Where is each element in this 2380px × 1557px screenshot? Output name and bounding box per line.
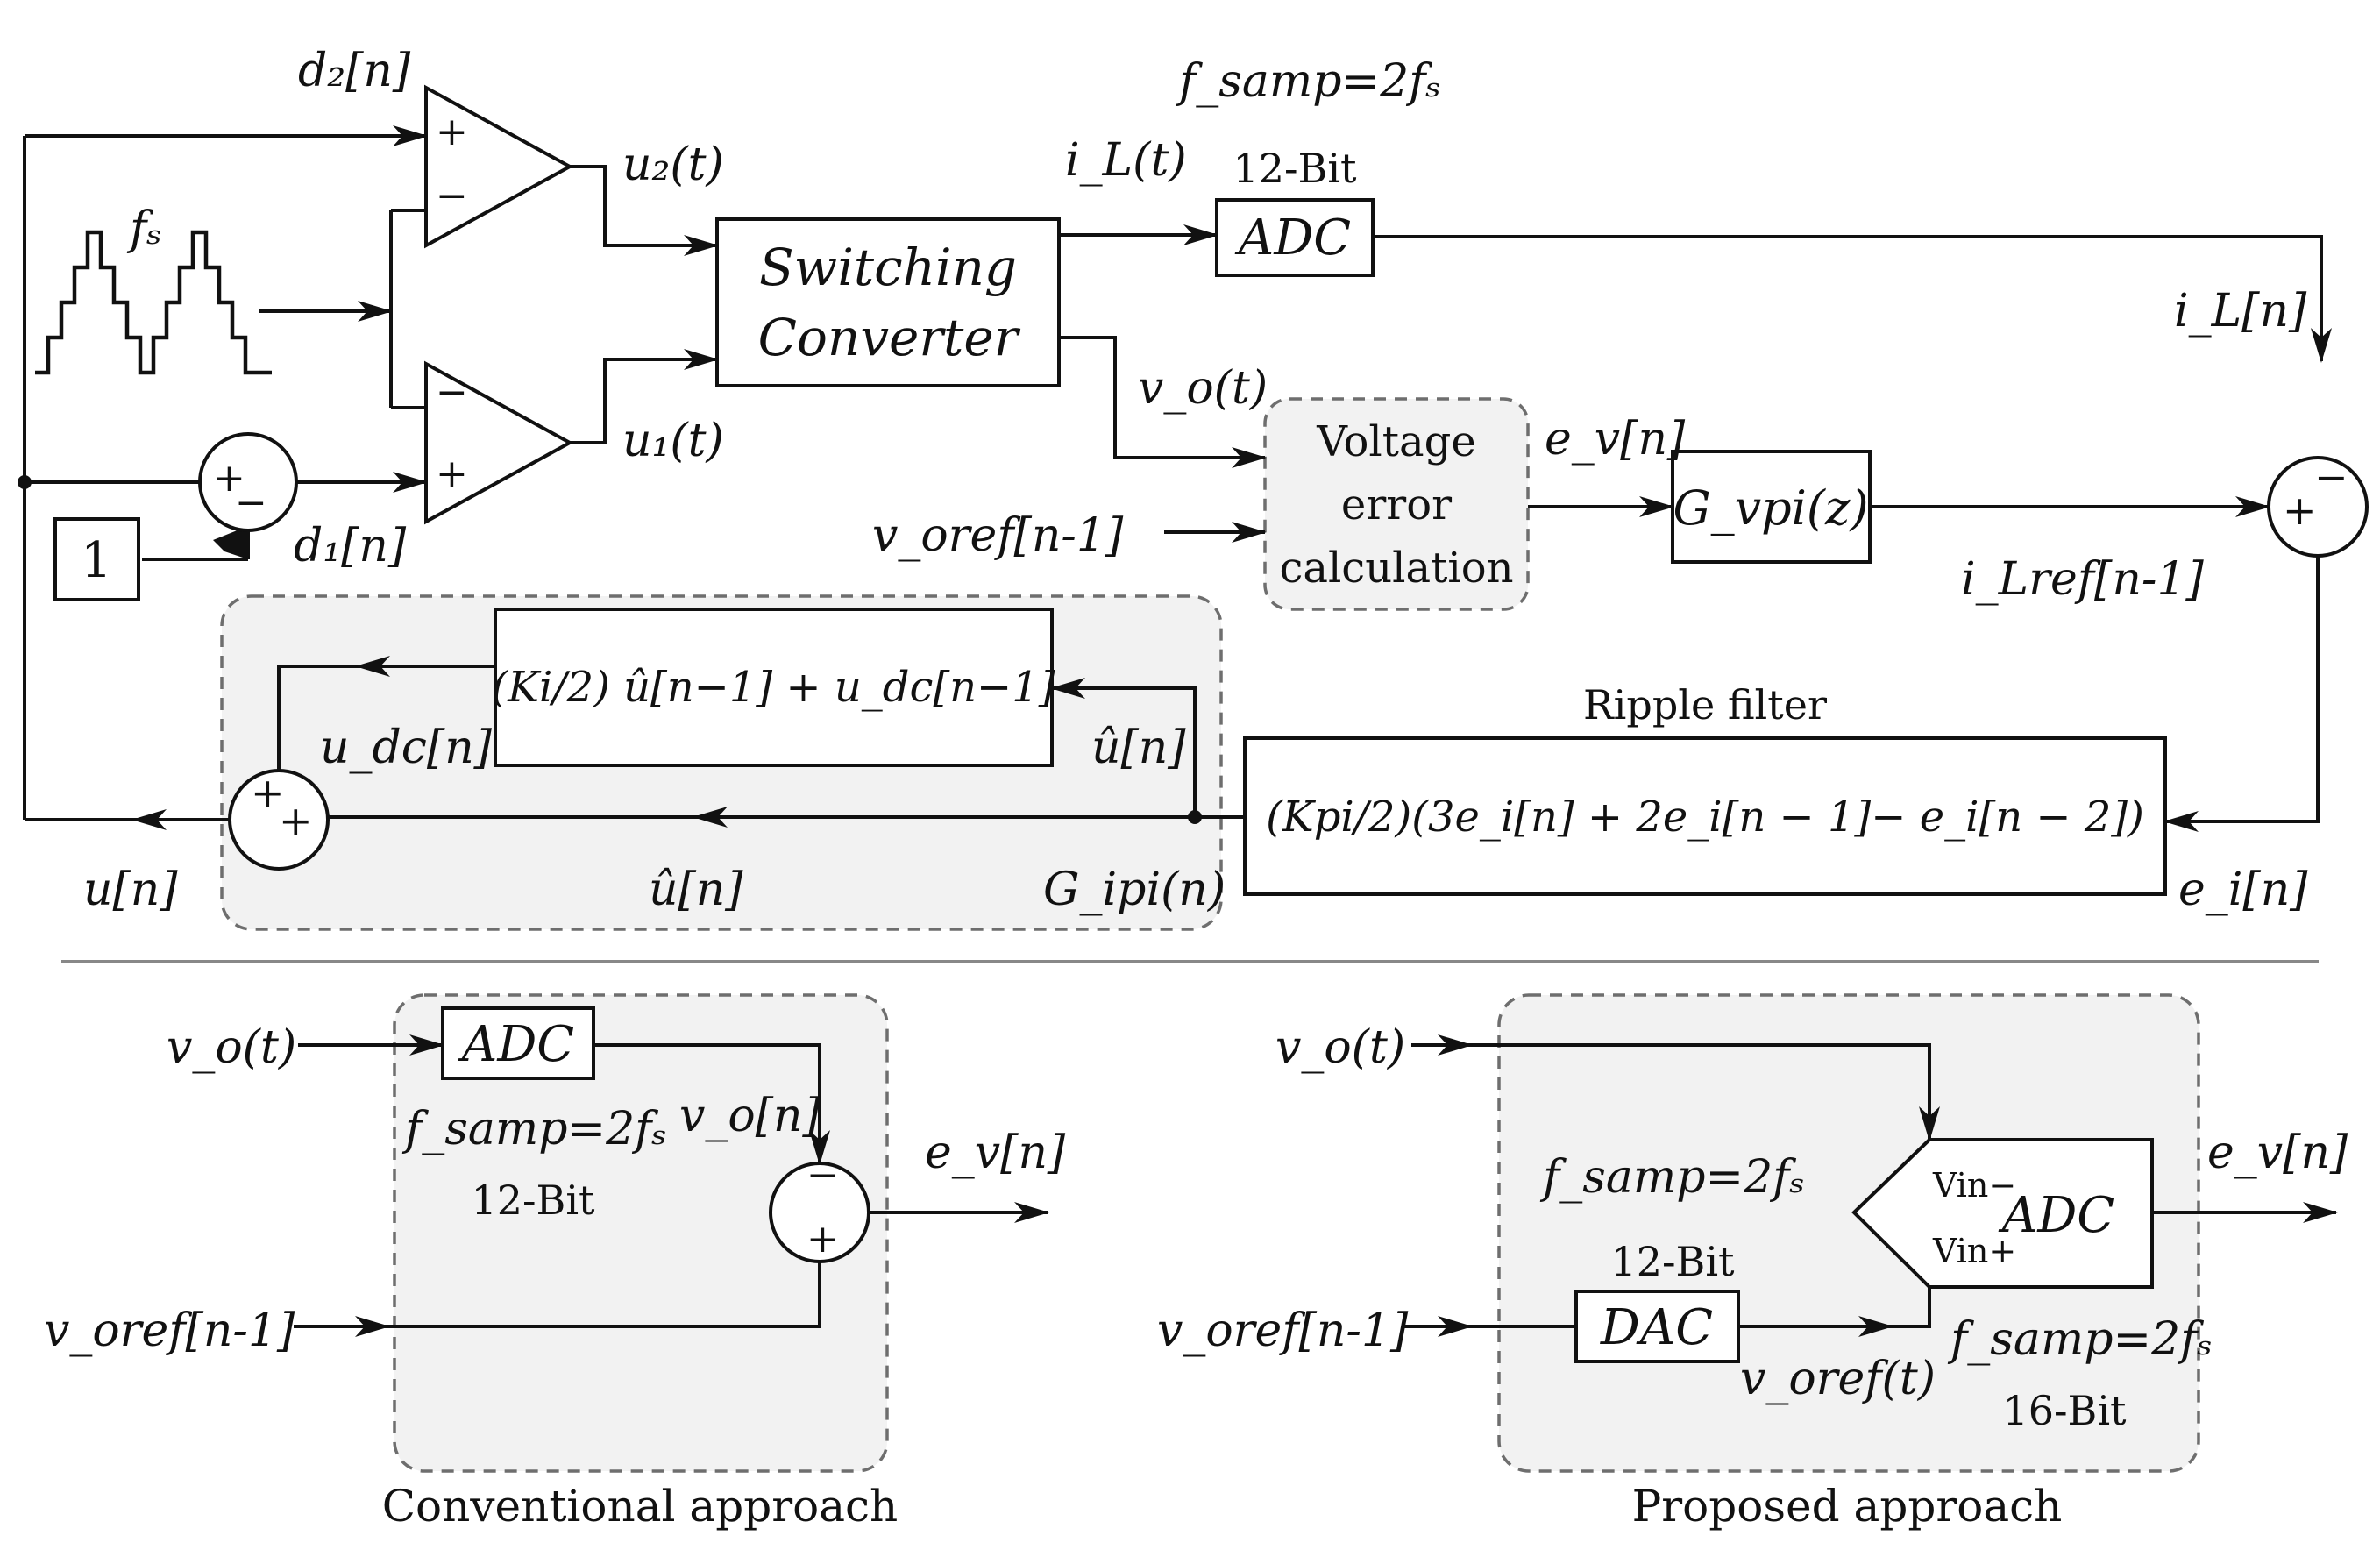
d1-label: d₁[n] [294,520,407,572]
ei-label: e_i[n] [2178,864,2308,916]
upper-comp-minus: − [436,174,468,218]
uhat-label-right: û[n] [1091,722,1186,774]
conv-voref-wire [294,1262,821,1328]
u1-label: u₁(t) [622,415,724,467]
iL-n-label: i_L[n] [2174,285,2307,338]
prop-voref-arrowhead [1438,1316,1473,1337]
prop-voref-t-arrowhead [1858,1316,1893,1337]
summer-plus-right-left: + [279,797,313,844]
prop-adc-bits-label: 16-Bit [2002,1387,2127,1434]
voltage-error-region [1263,397,1530,611]
prop-fsamp-dac-label: f_samp=2fₛ [1539,1151,1805,1204]
conv-summer-minus: − [806,1153,839,1198]
integrator-block [494,608,1054,767]
integrator-expr: (Ki/2) û[n−1] + u_dc[n−1] [491,663,1055,712]
ei-wire [2163,556,2320,832]
conv-bits-label: 12-Bit [471,1177,595,1224]
const-arrowhead [213,526,248,559]
vec-label-2: error [1341,480,1452,530]
u2-wire [570,165,719,256]
d2-label: d₂[n] [298,45,411,97]
u-arrowhead [131,809,167,830]
conv-vo-n-wire [593,1043,830,1165]
prop-fsamp-adc-label: f_samp=2fₛ [1947,1313,2213,1366]
uhat-label-bottom: û[n] [649,864,743,916]
ev-label: e_v[n] [1545,413,1686,466]
prop-vo-wire [1411,1043,1940,1141]
gvpi-block [1671,450,1872,564]
staircase-carrier [35,230,272,375]
prop-vin-plus: Vin+ [1932,1232,2016,1270]
summer-plus-right: + [2283,487,2317,534]
conv-adc-block [441,1006,595,1080]
vo-t-label: v_o(t) [1138,362,1268,415]
fsamp-label-top: f_samp=2fₛ [1176,55,1441,108]
d1-summer-plus: + [213,456,245,501]
iL-t-label: i_L(t) [1065,134,1187,187]
vec-label-3: calculation [1279,544,1513,593]
prop-ev-label: e_v[n] [2207,1127,2348,1179]
summer-plus-top-left: + [251,769,285,816]
conv-voref-arrowhead [355,1316,390,1337]
conv-voref-label: v_oref[n-1] [44,1305,295,1357]
prop-dac-block [1574,1290,1740,1363]
conventional-region [393,993,889,1473]
iL-n-wire [1373,235,2332,363]
ripple-filter-block [1243,736,2167,896]
d1-summer [198,432,298,532]
conv-vo-t-label: v_o(t) [167,1021,296,1074]
fs-label: fₛ [126,203,162,255]
conventional-title: Conventional approach [382,1481,899,1532]
iLref-label: i_Lref[n-1] [1961,553,2204,606]
udc-label: u_dc[n] [320,722,493,774]
voref-label: v_oref[n-1] [872,509,1124,562]
udc-arrowhead [355,656,390,677]
ripple-filter-expr: (Kpi/2)(3e_i[n] + 2e_i[n − 1]− e_i[n − 2… [1266,793,2144,842]
prop-dac-bits-label: 12-Bit [1610,1238,1735,1285]
lower-comp-plus: + [436,451,468,496]
conv-adc-label: ADC [458,1016,574,1073]
converter-label-2: Converter [758,308,1021,367]
prop-voref-t-wire [1738,1287,1931,1328]
constant-one-label: 1 [81,532,112,589]
adc-bits-top: 12-Bit [1233,145,1357,192]
uhat-feedback-wire [1050,678,1197,817]
lower-comp-minus: − [436,370,468,415]
lower-comparator [424,360,574,525]
conv-vo-n-label: v_o[n] [679,1090,821,1142]
conv-summer-plus: + [806,1217,839,1262]
uhat-arrowhead [693,807,728,828]
upper-comparator [424,84,574,249]
constant-one-block [53,517,140,601]
gipi-label: G_ipi(n) [1043,864,1226,916]
prop-dac-label: DAC [1600,1299,1713,1356]
prop-voref-label: v_oref[n-1] [1157,1305,1409,1357]
gvpi-label: G_vpi(z) [1673,480,1868,536]
switching-converter-block [715,217,1061,387]
prop-vo-t-label: v_o(t) [1275,1021,1405,1074]
adc-label-top: ADC [1234,210,1351,267]
prop-vin-minus: Vin− [1932,1166,2016,1205]
converter-label-1: Switching [759,238,1017,297]
prop-vo-arrowhead [1438,1034,1473,1056]
proposed-title: Proposed approach [1632,1481,2063,1532]
udc-wire [277,665,495,770]
u2-label: u₂(t) [622,139,724,191]
prop-adc-label: ADC [1998,1187,2114,1244]
adc-block-top [1215,198,1375,277]
u1-wire [570,349,719,444]
conv-ev-label: e_v[n] [925,1127,1066,1179]
ripple-filter-title: Ripple filter [1583,681,1827,729]
vec-label-1: Voltage [1316,417,1476,466]
upper-comp-plus: + [436,110,468,154]
vo-wire [1059,336,1267,468]
d1-summer-minus: − [235,480,267,525]
summer-minus-right: − [2314,453,2348,501]
conv-fsamp-label: f_samp=2fₛ [401,1103,667,1155]
u-label: u[n] [83,864,178,916]
prop-voref-t-label: v_oref(t) [1740,1353,1936,1405]
